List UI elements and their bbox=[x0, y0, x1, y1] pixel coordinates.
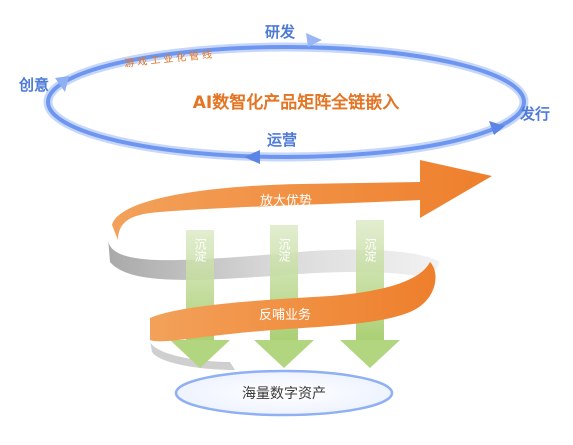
base-label: 海量数字资产 bbox=[242, 386, 326, 402]
cycle-ring bbox=[43, 42, 529, 162]
sink-label-2-text: 沉淀 bbox=[277, 238, 291, 263]
spiral-lower-grey bbox=[150, 340, 235, 370]
label-create: 创意 bbox=[18, 76, 49, 94]
base-ellipse bbox=[174, 369, 394, 417]
sink-label-1-text: 沉淀 bbox=[193, 238, 207, 263]
ring-arrow-top-icon bbox=[306, 33, 322, 47]
spiral-top-band bbox=[112, 160, 492, 240]
ring-arrow-right-icon bbox=[489, 121, 505, 135]
label-rnd: 研发 bbox=[265, 23, 296, 41]
sink-label-3: 沉淀 bbox=[363, 238, 377, 263]
ring-arrow-bottom-icon bbox=[244, 150, 260, 164]
sink-label-3-text: 沉淀 bbox=[363, 238, 377, 263]
sink-label-2: 沉淀 bbox=[277, 238, 291, 263]
cycle-center-title: AI数智化产品矩阵全链嵌入 bbox=[193, 92, 399, 113]
ring-arrow-left-icon bbox=[55, 76, 69, 92]
label-amplify: 放大优势 bbox=[260, 193, 312, 209]
spiral-bottom-band bbox=[150, 262, 436, 342]
label-operate: 运营 bbox=[267, 131, 297, 149]
label-feedback: 反哺业务 bbox=[259, 307, 311, 323]
label-publish: 发行 bbox=[519, 105, 550, 123]
sink-label-1: 沉淀 bbox=[193, 238, 207, 263]
